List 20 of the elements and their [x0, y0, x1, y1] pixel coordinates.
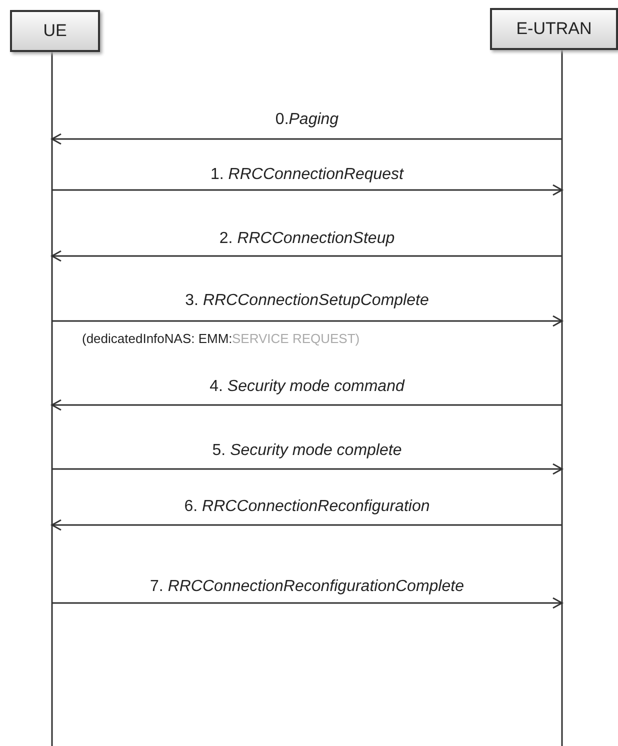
message-label: 1. RRCConnectionRequest [210, 166, 404, 184]
message-arrow [52, 597, 563, 609]
message-label: 6. RRCConnectionReconfiguration [184, 498, 430, 516]
message-label: 7. RRCConnectionReconfigurationComplete [150, 578, 464, 596]
message-arrow [51, 519, 562, 531]
participant-box: UE [10, 10, 100, 52]
message-note: SERVICE REQUEST) [232, 331, 360, 346]
message-label: 4. Security mode command [210, 378, 404, 396]
message-arrow [52, 184, 563, 196]
message-label: 5. Security mode complete [212, 442, 402, 460]
message-label: 3. RRCConnectionSetupComplete [185, 292, 429, 310]
message-arrow [51, 250, 562, 262]
message-arrow [51, 133, 562, 145]
message-note: (dedicatedInfoNAS: EMM: [82, 331, 232, 346]
participant-box: E-UTRAN [490, 8, 618, 50]
message-label: 2. RRCConnectionSteup [219, 230, 395, 248]
message-label: 0.Paging [275, 111, 339, 129]
message-arrow [52, 463, 563, 475]
message-arrow [52, 315, 563, 327]
message-arrow [51, 399, 562, 411]
